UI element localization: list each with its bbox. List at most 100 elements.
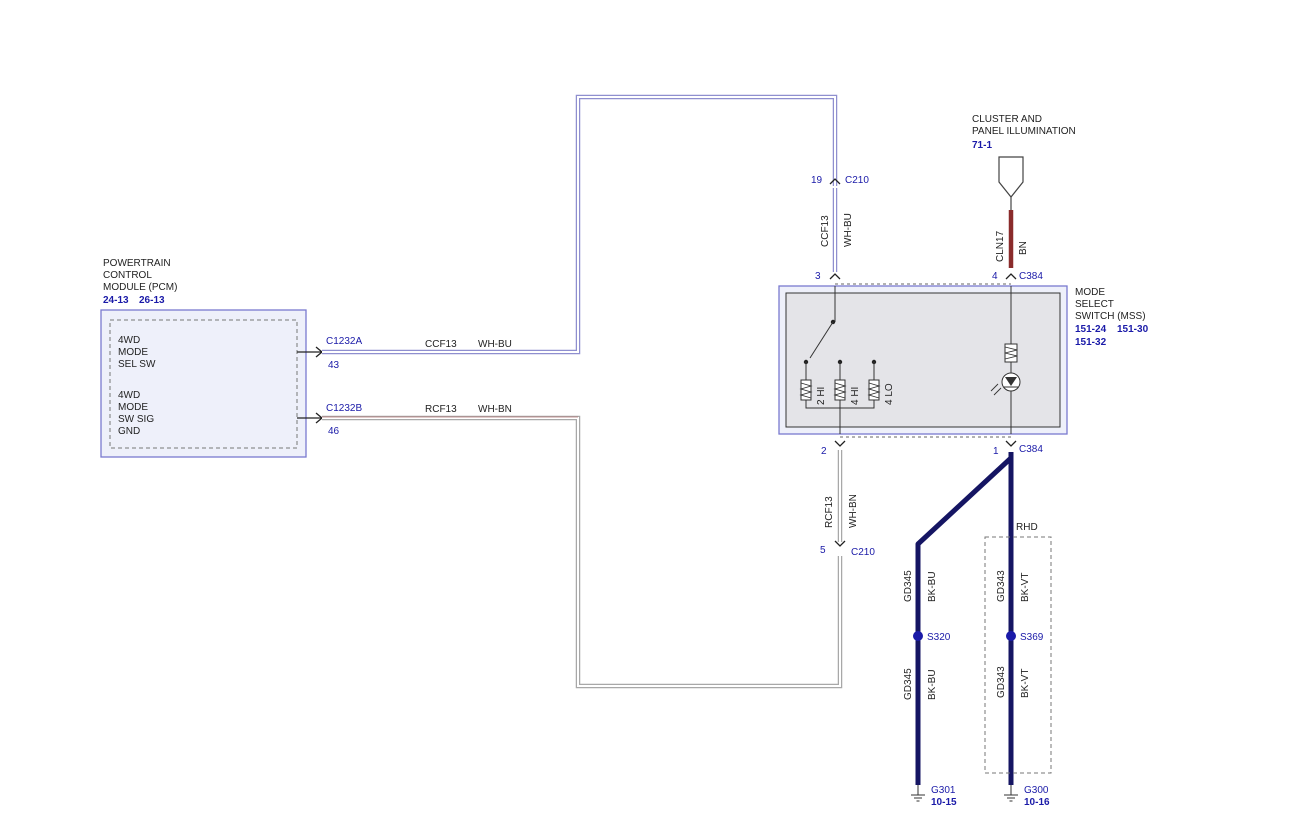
c384-bottom-label: C384 xyxy=(1019,444,1043,455)
mode-select-switch: MODE SELECT SWITCH (MSS) 151-24 151-30 1… xyxy=(778,285,1149,435)
c384-bottom: 2 1 C384 xyxy=(821,436,1043,457)
ground-g300-label: G300 xyxy=(1024,785,1049,796)
wire-rcf13-inner xyxy=(322,417,841,687)
ground-g301: G301 10-15 xyxy=(911,785,957,808)
pcm-pin1-line-2: MODE xyxy=(118,347,148,358)
cluster-ref[interactable]: 71-1 xyxy=(972,140,992,151)
c384-pin1-arrow xyxy=(1005,440,1017,447)
mss-ref-2[interactable]: 151-30 xyxy=(1117,324,1149,335)
mss-ref-1[interactable]: 151-24 xyxy=(1075,324,1107,335)
ground-g301-ref[interactable]: 10-15 xyxy=(931,797,957,808)
wire-gd345-circuit-upper: GD345 xyxy=(903,570,914,602)
c384-pin2-arrow xyxy=(834,440,846,447)
splice-s320-icon xyxy=(913,631,923,641)
rhd-dashed-box xyxy=(984,536,1052,774)
wire-gd343-color-lower: BK-VT xyxy=(1020,669,1031,698)
pcm-title-line-3: MODULE (PCM) xyxy=(103,282,177,293)
c384-pin4-arrow xyxy=(1005,273,1017,280)
c210-top-arrow xyxy=(829,178,841,185)
pcm-inner-box xyxy=(109,319,298,449)
wire-gd343-color-upper: BK-VT xyxy=(1020,573,1031,602)
cluster-illumination: CLUSTER AND PANEL ILLUMINATION 71-1 CLN1… xyxy=(972,114,1076,268)
wire-ccf13-inner xyxy=(322,96,836,353)
pcm-title-line-2: CONTROL xyxy=(103,270,152,281)
c384-pin3-arrow xyxy=(829,273,841,280)
wire-cln17-color: BN xyxy=(1018,241,1029,255)
wire-gd345: GD345 BK-BU GD345 BK-BU xyxy=(903,456,1013,785)
wire-rcf13-circuit-h: RCF13 xyxy=(425,404,457,415)
mss-ref-3[interactable]: 151-32 xyxy=(1075,337,1107,348)
conn-c1232a-pin: 43 xyxy=(328,360,340,371)
c210-bottom-label: C210 xyxy=(851,547,875,558)
wire-rcf13: RCF13 WH-BN RCF13 WH-BN xyxy=(322,404,859,689)
c384-top: 3 4 C384 xyxy=(815,271,1043,285)
pcm-outer-box xyxy=(100,309,307,458)
wire-ccf13-color-v: WH-BU xyxy=(843,213,854,247)
wire-gd345-color-upper: BK-BU xyxy=(927,571,938,602)
pcm-pin2-line-2: MODE xyxy=(118,402,148,413)
splice-s369-icon xyxy=(1006,631,1016,641)
c384-pin4: 4 xyxy=(992,271,998,282)
wire-rcf13-outer xyxy=(322,415,843,689)
pcm-pin2-line-4: GND xyxy=(118,426,140,437)
wire-rcf13-color-v: WH-BN xyxy=(848,494,859,528)
wire-gd343: GD343 BK-VT GD343 BK-VT xyxy=(996,452,1031,785)
led-icon xyxy=(990,372,1021,396)
mss-title-line-1: MODE xyxy=(1075,287,1105,298)
conn-c1232b: C1232B xyxy=(326,403,362,414)
c384-pin1: 1 xyxy=(993,446,999,457)
pcm-pin2-line-1: 4WD xyxy=(118,390,140,401)
c210-connectors: 19 C210 5 C210 xyxy=(811,175,875,558)
pcm-module: POWERTRAIN CONTROL MODULE (PCM) 24-13 26… xyxy=(100,258,307,458)
pcm-pin1-line-1: 4WD xyxy=(118,335,140,346)
wire-rcf13-color-h: WH-BN xyxy=(478,404,512,415)
conn-c1232a: C1232A xyxy=(326,336,362,347)
mss-switch-arm xyxy=(809,321,834,359)
cluster-title-line-1: CLUSTER AND xyxy=(972,114,1042,125)
c384-top-label: C384 xyxy=(1019,271,1043,282)
wire-gd343-circuit-upper: GD343 xyxy=(996,570,1007,602)
c210-bottom-pin: 5 xyxy=(820,545,826,556)
wire-gd345-circuit-lower: GD345 xyxy=(903,668,914,700)
wire-gd343-circuit-lower: GD343 xyxy=(996,666,1007,698)
ground-g300-ref[interactable]: 10-16 xyxy=(1024,797,1050,808)
c384-pin2: 2 xyxy=(821,446,827,457)
cluster-title-line-2: PANEL ILLUMINATION xyxy=(972,126,1076,137)
pcm-pin1-line-3: SEL SW xyxy=(118,359,156,370)
c210-top-label: C210 xyxy=(845,175,869,186)
c210-bottom-arrow xyxy=(834,540,846,547)
wire-ccf13-circuit-h: CCF13 xyxy=(425,339,457,350)
splice-s320[interactable]: S320 xyxy=(927,632,951,643)
resistor-2hi-icon xyxy=(799,379,813,401)
cluster-source-icon xyxy=(998,156,1024,198)
illumination-resistor-icon xyxy=(1004,343,1018,363)
ground-g300: G300 10-16 xyxy=(1004,785,1050,808)
mss-label-4hi: 4 HI xyxy=(850,387,861,405)
c210-top-pin: 19 xyxy=(811,175,823,186)
pcm-connectors: C1232A 43 C1232B 46 xyxy=(297,336,362,437)
mss-title-line-2: SELECT xyxy=(1075,299,1114,310)
ground-g301-icon xyxy=(911,794,925,802)
pcm-ref-1[interactable]: 24-13 xyxy=(103,295,129,306)
wire-rcf13-circuit-v: RCF13 xyxy=(824,496,835,528)
ground-g300-icon xyxy=(1004,794,1018,802)
pcm-ref-2[interactable]: 26-13 xyxy=(139,295,165,306)
splice-s369[interactable]: S369 xyxy=(1020,632,1044,643)
ground-g301-label: G301 xyxy=(931,785,956,796)
mss-inner-box xyxy=(785,292,1061,428)
rhd-label: RHD xyxy=(1016,522,1038,533)
wire-ccf13: CCF13 WH-BU CCF13 WH-BU xyxy=(322,94,854,355)
wire-ccf13-circuit-v: CCF13 xyxy=(820,215,831,247)
mss-title-line-3: SWITCH (MSS) xyxy=(1075,311,1146,322)
pcm-title-line-1: POWERTRAIN xyxy=(103,258,171,269)
wire-gd345-path xyxy=(915,456,1013,785)
wire-gd345-color-lower: BK-BU xyxy=(927,669,938,700)
mss-label-2hi: 2 HI xyxy=(816,387,827,405)
wire-ccf13-color-h: WH-BU xyxy=(478,339,512,350)
splices: S320 S369 xyxy=(913,631,1044,643)
rhd-region: RHD xyxy=(984,522,1052,774)
resistor-4hi-icon xyxy=(833,379,847,401)
wire-cln17-circuit: CLN17 xyxy=(995,230,1006,262)
pcm-pin2-line-3: SW SIG xyxy=(118,414,154,425)
